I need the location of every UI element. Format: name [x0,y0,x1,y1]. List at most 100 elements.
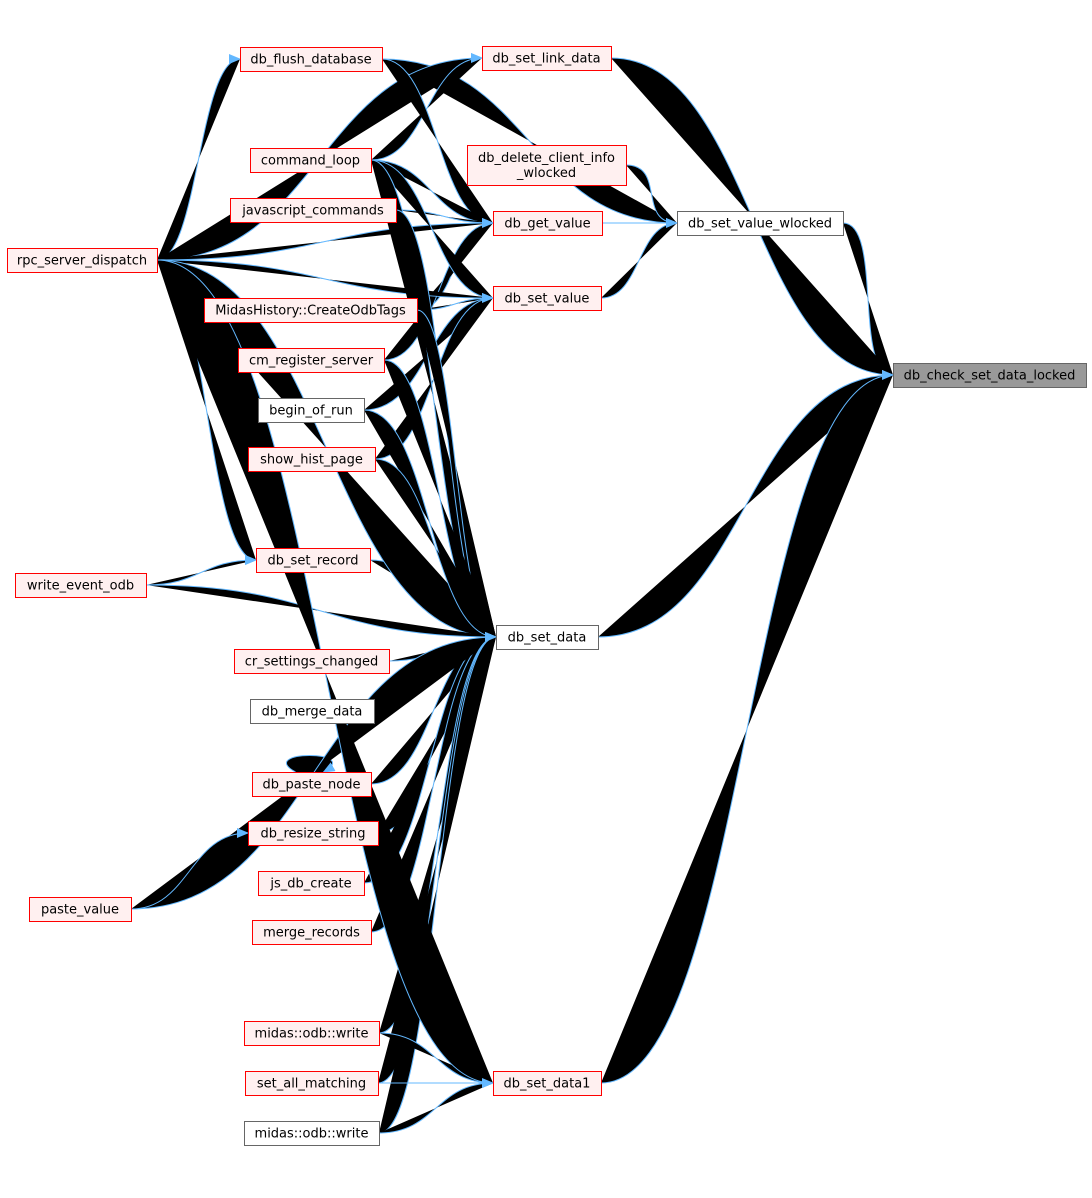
node-label: db_set_data1 [504,1077,591,1092]
node-midas-odb-write-2[interactable]: midas::odb::write [244,1121,380,1146]
node-javascript-commands[interactable]: javascript_commands [230,198,397,223]
node-label: db_check_set_data_locked [904,369,1076,384]
node-db-paste-node[interactable]: db_paste_node [252,772,372,797]
node-label: midas::odb::write [255,1027,369,1042]
node-box [258,398,365,423]
node-db-resize-string[interactable]: db_resize_string [248,821,379,846]
node-label: command_loop [261,154,360,169]
node-db-set-link-data[interactable]: db_set_link_data [482,46,612,71]
node-box [252,920,372,945]
node-label: db_paste_node [262,778,360,793]
node-box [230,198,397,223]
edge-db_paste_node-to-db_paste_node [286,755,336,773]
node-box [250,699,375,724]
node-box [244,1121,380,1146]
node-label: db_set_data [508,631,587,646]
node-label: db_get_value [504,217,590,232]
edge-command_loop-to-db_set_link_data [370,53,483,161]
node-label: db_set_record [268,554,359,569]
node-label: show_hist_page [260,453,363,468]
node-box [258,871,365,896]
node-db-set-record[interactable]: db_set_record [256,548,371,573]
node-box [482,46,612,71]
node-label: set_all_matching [257,1077,366,1092]
node-box [204,298,418,323]
node-label: merge_records [263,926,360,941]
node-label: db_delete_client_info [478,151,615,166]
node-cr-settings-changed[interactable]: cr_settings_changed [234,649,390,674]
node-box [248,447,376,472]
node-label: begin_of_run [269,404,353,419]
node-label: rpc_server_dispatch [17,254,147,269]
node-box [244,1021,380,1046]
node-box [250,148,372,173]
node-label: cm_register_server [249,354,374,369]
node-label: javascript_commands [241,204,384,219]
node-box [234,649,390,674]
node-box [248,821,379,846]
edge-paste_value-to-db_resize_string [130,828,249,910]
node-box [15,573,147,598]
node-merge-records[interactable]: merge_records [252,920,372,945]
node-label: db_flush_database [250,53,371,68]
node-box [493,211,603,236]
node-box [493,1071,602,1096]
node-layer: rpc_server_dispatch db_flush_database db_s… [7,46,1087,1146]
node-box [893,363,1087,388]
node-box [677,211,844,236]
edge-db_delete_client_info-to-db_set_value_wlocked [625,164,678,228]
node-label: db_resize_string [260,827,365,842]
edge-write_event_odb-to-db_set_record [145,555,257,586]
node-label: js_db_create [269,877,351,892]
edge-cm_register_server-to-db_get_value [383,218,494,361]
node-db-set-value-wlocked[interactable]: db_set_value_wlocked [677,211,844,236]
edge-show_hist_page-to-db_set_data [374,458,497,642]
node-MidasHistory-CreateOdbTags[interactable]: MidasHistory::CreateOdbTags [204,298,418,323]
node-command-loop[interactable]: command_loop [250,148,372,173]
node-db-flush-database[interactable]: db_flush_database [240,47,383,72]
node-show-hist-page[interactable]: show_hist_page [248,447,376,472]
node-box [29,897,132,922]
node-label: _wlocked [516,166,576,181]
node-begin-of-run[interactable]: begin_of_run [258,398,365,423]
node-box [245,1071,379,1096]
node-label: db_set_value [505,292,590,307]
node-box [496,625,599,650]
node-db-check-set-data-locked: db_check_set_data_locked [893,363,1087,388]
node-db-set-value[interactable]: db_set_value [493,286,602,311]
node-label: write_event_odb [27,579,134,594]
node-db-get-value[interactable]: db_get_value [493,211,603,236]
edge-midas_odb_write_2-to-db_set_data1 [378,1078,494,1134]
node-label: midas::odb::write [255,1127,369,1142]
node-box [493,286,602,311]
edge-write_event_odb-to-db_set_data [145,584,497,642]
edge-command_loop-to-db_set_value [370,159,494,303]
node-label: paste_value [41,903,119,918]
node-box [7,248,158,273]
edge-db_set_data1-to-db_check_set_data_locked [600,370,894,1084]
node-label: db_set_value_wlocked [688,217,832,232]
node-db-set-data1[interactable]: db_set_data1 [493,1071,602,1096]
node-midas-odb-write-1[interactable]: midas::odb::write [244,1021,380,1046]
node-db-set-data[interactable]: db_set_data [496,625,599,650]
edge-midas_odb_write_2-to-db_set_data [378,632,497,1134]
node-paste-value[interactable]: paste_value [29,897,132,922]
node-js-db-create[interactable]: js_db_create [258,871,365,896]
node-label: MidasHistory::CreateOdbTags [215,304,406,319]
edge-rpc_server_dispatch-to-db_flush_database [156,54,241,261]
node-label: db_set_link_data [492,52,600,67]
node-box [467,145,627,186]
node-label: db_merge_data [262,705,363,720]
node-db-merge-data[interactable]: db_merge_data [250,699,375,724]
node-write-event-odb[interactable]: write_event_odb [15,573,147,598]
edge-db_set_data-to-db_check_set_data_locked [597,370,894,638]
node-box [256,548,371,573]
node-label: cr_settings_changed [245,655,378,670]
node-set-all-matching[interactable]: set_all_matching [245,1071,379,1096]
node-rpc-server-dispatch[interactable]: rpc_server_dispatch [7,248,158,273]
node-cm-register-server[interactable]: cm_register_server [238,348,385,373]
node-box [240,47,383,72]
node-db-delete-client-info[interactable]: db_delete_client_info_wlocked [467,145,627,186]
edge-db_set_value-to-db_set_value_wlocked [600,218,678,299]
